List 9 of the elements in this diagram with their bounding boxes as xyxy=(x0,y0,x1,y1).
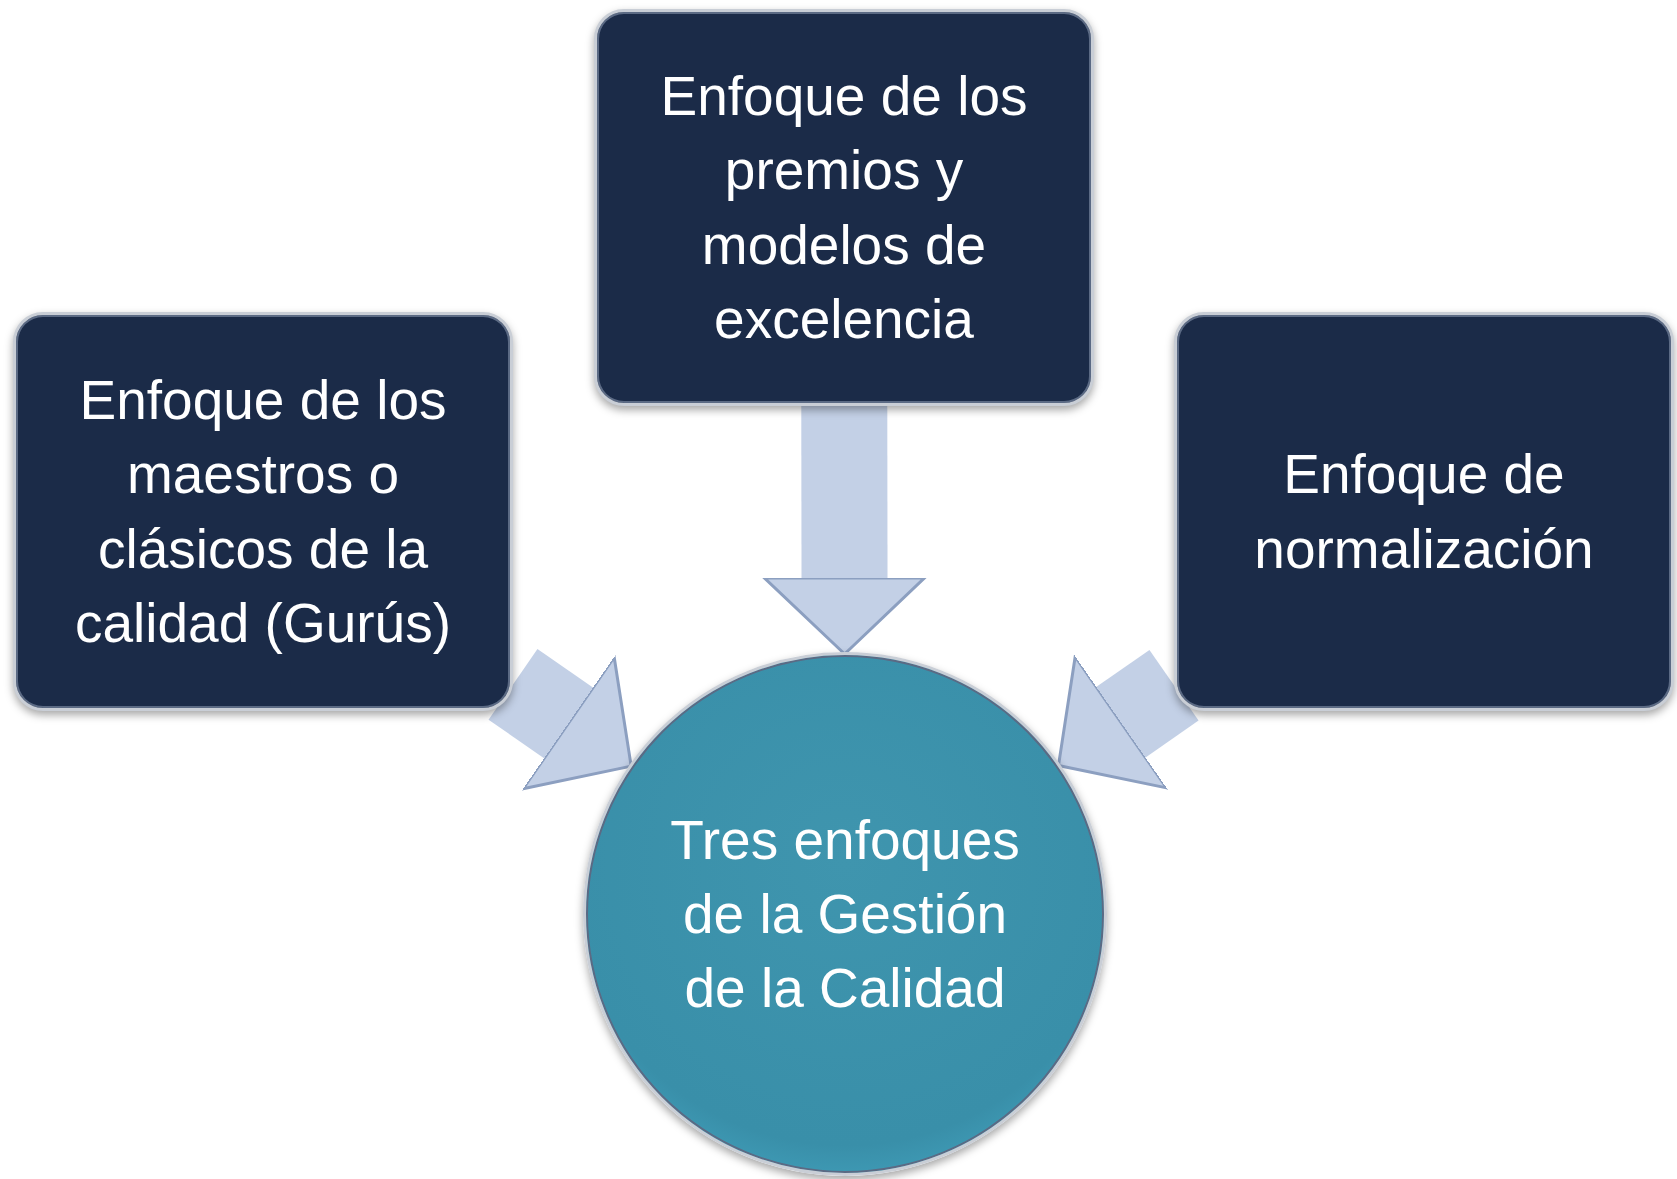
block-arrow xyxy=(1057,650,1199,790)
approach-box xyxy=(13,312,513,711)
approach-box xyxy=(1174,312,1674,711)
node-text: Enfoque de los premios y modelos de excelencia xyxy=(659,64,1029,352)
block-arrow xyxy=(488,649,633,791)
node-text: Enfoque de normalización xyxy=(1253,442,1595,582)
approach-box xyxy=(594,9,1094,406)
node-text: Tres enfoques de la Gestión de la Calidad xyxy=(669,807,1021,1022)
node-text: Enfoque de los maestros o clásicos de la calidad (Gurús) xyxy=(74,368,452,656)
